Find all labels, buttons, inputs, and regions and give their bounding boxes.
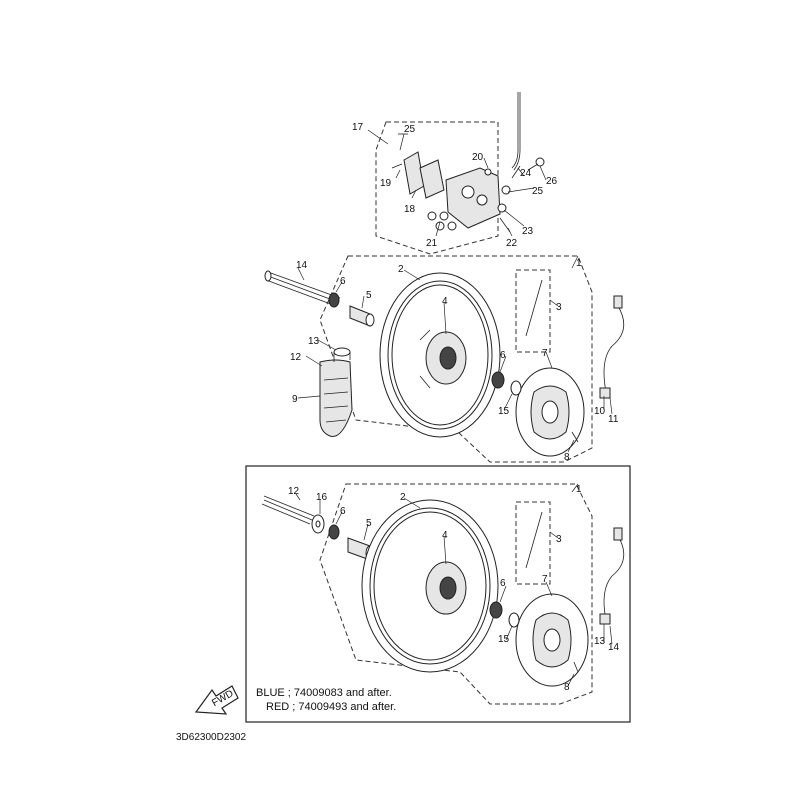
callout-25a: 24: [520, 168, 532, 179]
callout-15: 15: [498, 406, 510, 417]
callout-22: 25: [404, 124, 416, 135]
front-wheel-assembly-1: [264, 255, 625, 463]
callout-20: 20: [472, 152, 484, 163]
callout-11: 13: [308, 336, 320, 347]
callout-6a: 6: [340, 276, 346, 287]
callout-13: 10: [594, 406, 606, 417]
callout-19: 19: [380, 178, 392, 189]
drawing-code: 3D62300D2302: [176, 732, 246, 743]
callouts-top: 17 25 19 18 20 24 26 25 21 23 22 1 2 14 …: [290, 122, 619, 463]
callouts-bottom: 1 12 16 2 6 5 4 3 6 7 15 13 14 8: [288, 484, 620, 693]
callout-3: 3: [556, 302, 562, 313]
callout-b-15: 15: [498, 634, 510, 645]
red-note: RED ; 74009493 and after.: [266, 701, 396, 713]
brake-caliper-group: [375, 92, 545, 255]
callout-8: 8: [564, 452, 570, 463]
callout-1: 1: [576, 258, 582, 269]
callout-b-4: 4: [442, 530, 448, 541]
callout-4: 4: [442, 296, 448, 307]
callout-b-6a: 6: [340, 506, 346, 517]
leader-lines: [295, 129, 613, 687]
callout-17: 17: [352, 122, 364, 133]
callout-b-6b: 6: [500, 578, 506, 589]
callout-23: 22: [506, 238, 518, 249]
callout-21: 21: [426, 238, 438, 249]
callout-b-5: 5: [366, 518, 372, 529]
blue-note: BLUE ; 74009083 and after.: [256, 687, 392, 699]
callout-b-16: 16: [316, 492, 328, 503]
callout-b-8: 8: [564, 682, 570, 693]
callout-10: 12: [290, 352, 302, 363]
callout-25b: 25: [532, 186, 544, 197]
callout-24: 23: [522, 226, 534, 237]
callout-26: 26: [546, 176, 558, 187]
callout-7: 7: [542, 348, 548, 359]
callout-b-1: 1: [576, 484, 582, 495]
callout-b-12: 12: [288, 486, 300, 497]
callout-9: 9: [292, 394, 298, 405]
callout-b-7: 7: [542, 574, 548, 585]
fwd-arrow-icon: FWD: [194, 685, 239, 715]
callout-12: 14: [296, 260, 308, 271]
callout-b-13: 13: [594, 636, 606, 647]
callout-b-2: 2: [400, 492, 406, 503]
callout-b-3: 3: [556, 534, 562, 545]
callout-18: 18: [404, 204, 416, 215]
callout-b-14: 14: [608, 642, 620, 653]
front-wheel-assembly-2: [245, 465, 631, 723]
callout-6b: 6: [500, 350, 506, 361]
callout-14: 11: [608, 414, 619, 425]
callout-5: 5: [366, 290, 372, 301]
callout-2: 2: [398, 264, 404, 275]
